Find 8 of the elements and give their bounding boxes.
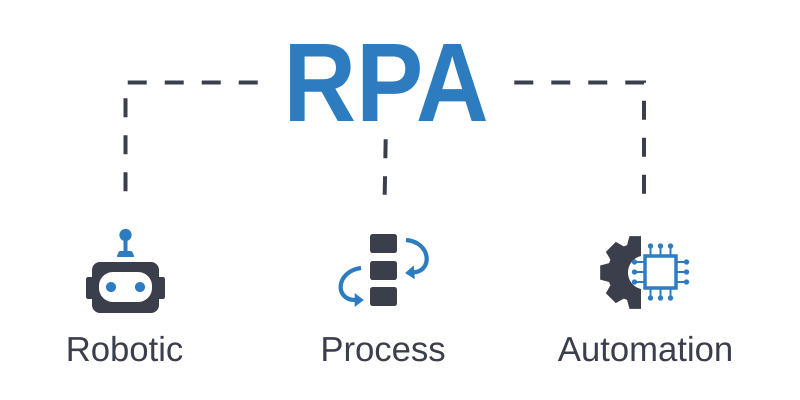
- robot-icon: [86, 228, 165, 313]
- node-label: Automation: [558, 336, 731, 362]
- node-label: Process: [323, 337, 444, 362]
- dashed-connector: [382, 139, 388, 195]
- node-label: Robotic: [68, 336, 182, 362]
- dashed-connector: [514, 80, 646, 195]
- gear-chip-icon: [600, 236, 690, 309]
- heading: RPA: [290, 44, 486, 121]
